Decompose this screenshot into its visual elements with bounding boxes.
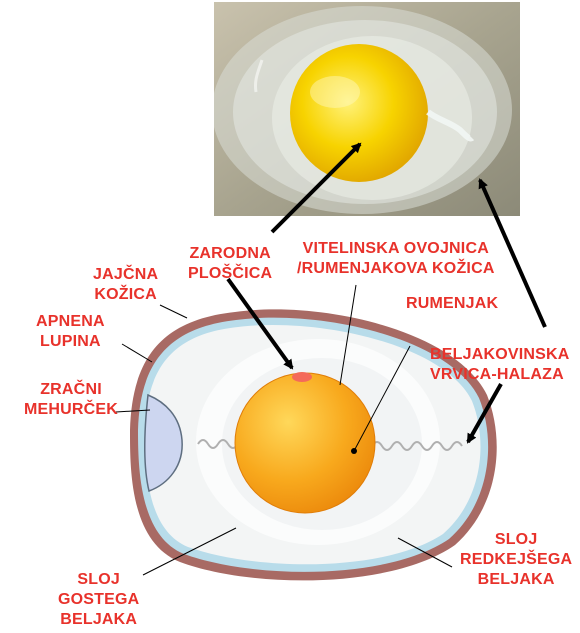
label-line: LUPINA	[36, 332, 105, 352]
label-yolk: RUMENJAK	[406, 294, 498, 314]
label-line: KOŽICA	[93, 285, 158, 305]
label-line: BELJAKOVINSKA	[430, 345, 570, 365]
label-line: ZRAČNI	[24, 380, 118, 400]
label-thin-albumen: SLOJ REDKEJŠEGA BELJAKA	[460, 530, 572, 590]
label-line: ZARODNA	[188, 244, 272, 264]
label-line: VRVICA-HALAZA	[430, 365, 570, 385]
label-line: REDKEJŠEGA	[460, 550, 572, 570]
label-vitelline-membrane: VITELINSKA OVOJNICA /RUMENJAKOVA KOŽICA	[297, 239, 495, 279]
yolk	[235, 373, 375, 513]
label-line: RUMENJAK	[406, 294, 498, 314]
label-shell-membrane: JAJČNA KOŽICA	[93, 265, 158, 305]
label-line: VITELINSKA OVOJNICA	[297, 239, 495, 259]
label-line: SLOJ	[58, 570, 139, 590]
label-chalaza: BELJAKOVINSKA VRVICA-HALAZA	[430, 345, 570, 385]
label-thick-albumen: SLOJ GOSTEGA BELJAKA	[58, 570, 139, 630]
label-line: APNENA	[36, 312, 105, 332]
label-eggshell: APNENA LUPINA	[36, 312, 105, 352]
label-line: /RUMENJAKOVA KOŽICA	[297, 259, 495, 279]
label-line: SLOJ	[460, 530, 572, 550]
label-line: BELJAKA	[58, 610, 139, 630]
label-line: JAJČNA	[93, 265, 158, 285]
label-air-cell: ZRAČNI MEHURČEK	[24, 380, 118, 420]
label-line: MEHURČEK	[24, 400, 118, 420]
label-germinal-disc: ZARODNA PLOŠČICA	[188, 244, 272, 284]
label-line: BELJAKA	[460, 570, 572, 590]
egg-photo	[212, 2, 520, 216]
label-line: PLOŠČICA	[188, 264, 272, 284]
germinal-disc	[292, 372, 312, 382]
label-line: GOSTEGA	[58, 590, 139, 610]
